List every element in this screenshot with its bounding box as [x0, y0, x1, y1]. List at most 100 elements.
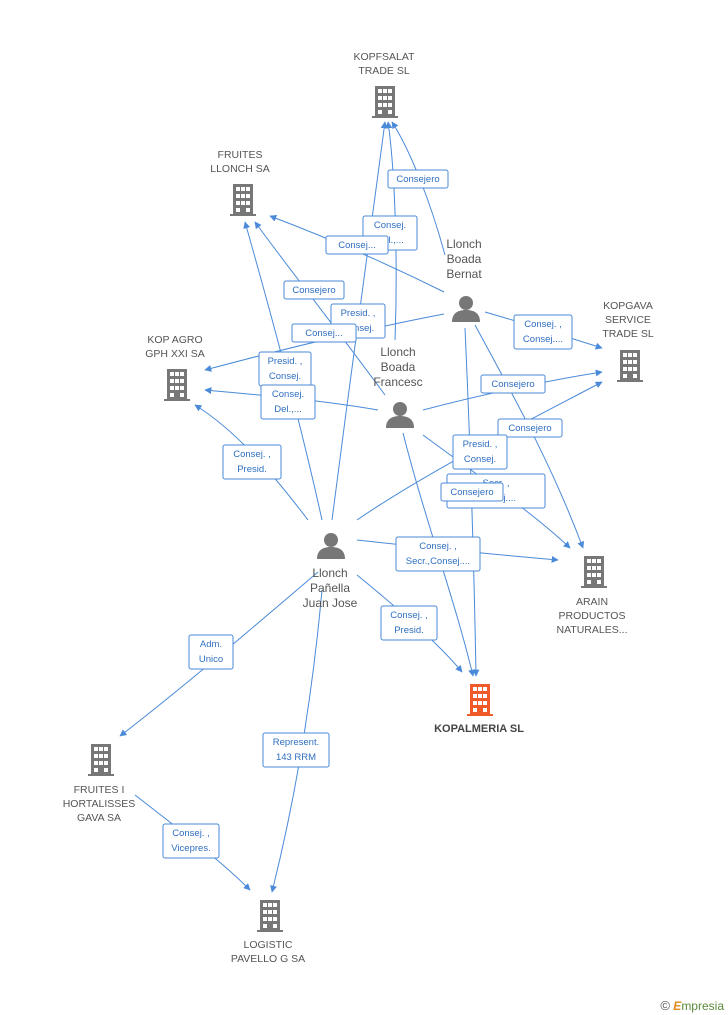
edge-label-box — [380, 605, 438, 641]
edge-label-box — [162, 823, 220, 859]
edge-label: Consej. Del.,... — [260, 384, 316, 420]
node-kopalmeria[interactable]: KOPALMERIA SL — [434, 684, 524, 735]
edge-label-text: Consej. — [269, 371, 301, 382]
edge-label-text: Presid. — [394, 625, 424, 636]
edge-label: Consej. , Presid. — [222, 444, 282, 480]
edge-label-box — [283, 280, 345, 300]
building-icon — [372, 86, 398, 118]
edge-label-text: Consej... — [338, 240, 376, 251]
person-icon — [452, 296, 480, 322]
edge-label: Consejero — [440, 482, 504, 502]
edge-label-text: Presid. , — [268, 356, 303, 367]
building-icon — [257, 900, 283, 932]
edge-label: Represent. 143 RRM — [262, 732, 330, 768]
edge-label-box — [395, 536, 481, 572]
edge-label-box — [291, 323, 357, 343]
edge-label-text: Presid. , — [463, 439, 498, 450]
edge-label-text: Vicepres. — [171, 843, 210, 854]
edge-label-text: Consej. — [464, 454, 496, 465]
edge-label: Consejero — [497, 418, 563, 438]
edge-label-text: Consejero — [396, 174, 439, 185]
building-icon — [617, 350, 643, 382]
edge-label-box — [387, 169, 449, 189]
edge-label-box — [222, 444, 282, 480]
edge-label-box — [262, 732, 330, 768]
edge-label-text: Del.,... — [376, 235, 403, 246]
empresia-brand: © Empresia — [660, 998, 724, 1013]
edge-label: Consejero — [387, 169, 449, 189]
svg-text:KOPALMERIA SL: KOPALMERIA SL — [434, 723, 524, 735]
edge-label-box — [480, 374, 546, 394]
building-icon — [230, 184, 256, 216]
edge-label-text: Consejero — [292, 285, 335, 296]
edge-label-text: Consej. , — [233, 449, 271, 460]
edge-label-box — [513, 314, 573, 350]
edge-label-text: Consej. , — [390, 610, 428, 621]
edge-label-text: Unico — [199, 654, 223, 665]
edge-label: Consej. , Presid. — [380, 605, 438, 641]
edge-label-text: Consej.... — [523, 334, 563, 345]
edge-label-text: Consej... — [305, 328, 343, 339]
edge-label-text: Consejero — [450, 487, 493, 498]
person-icon — [317, 533, 345, 559]
edge-label-box — [452, 434, 508, 470]
edge-label: Presid. , Consej. — [258, 351, 312, 387]
edge-label: Consej... — [291, 323, 357, 343]
edge-label: Consej. , Secr.,Consej.... — [395, 536, 481, 572]
building-icon — [581, 556, 607, 588]
edge-label-text: Consej. , — [419, 541, 457, 552]
edge-label-box — [325, 235, 389, 255]
edge-label-box — [440, 482, 504, 502]
edge-label: Consejero — [480, 374, 546, 394]
brand-initial: E — [673, 999, 682, 1013]
edge-label: Consej... — [325, 235, 389, 255]
edge-label-text: Consej. — [374, 220, 406, 231]
edge-label-box — [497, 418, 563, 438]
edge-label: Consej. , Vicepres. — [162, 823, 220, 859]
edge-label-text: 143 RRM — [276, 752, 316, 763]
edge-label-text: Adm. — [200, 639, 222, 650]
building-icon — [88, 744, 114, 776]
edge-label-text: Presid. — [237, 464, 267, 475]
building-icon — [467, 684, 493, 716]
edge-label-text: Consej. — [272, 389, 304, 400]
edge-label-text: Secr.,Consej.... — [406, 556, 470, 567]
edge-label-text: Presid. , — [341, 308, 376, 319]
edge-label: Presid. , Consej. — [452, 434, 508, 470]
edge-label-box — [188, 634, 234, 670]
edge-label-text: Consej. , — [524, 319, 562, 330]
person-icon — [386, 402, 414, 428]
copyright-icon: © — [660, 998, 670, 1013]
edge-label: Adm. Unico — [188, 634, 234, 670]
edge-label-text: Del.,... — [274, 404, 301, 415]
building-icon — [164, 369, 190, 401]
edge-label-text: Represent. — [273, 737, 319, 748]
edge-label-text: Consejero — [508, 423, 551, 434]
edge-label-text: Consej. — [342, 323, 374, 334]
edge-label-box — [260, 384, 316, 420]
brand-name: mpresia — [681, 999, 724, 1013]
edge-label: Consej. , Consej.... — [513, 314, 573, 350]
edge-label-text: Consej. , — [172, 828, 210, 839]
